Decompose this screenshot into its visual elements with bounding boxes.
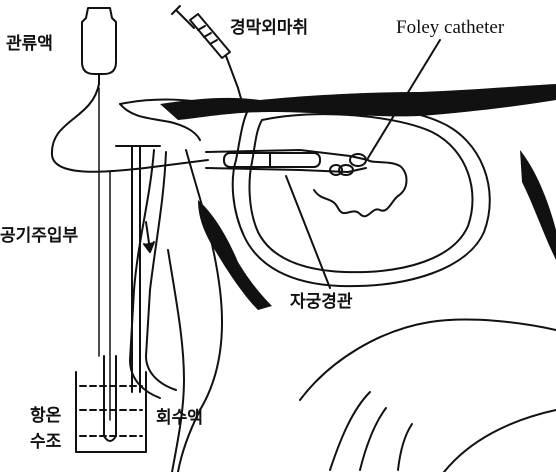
iv-bag-icon bbox=[82, 8, 116, 84]
shaded-tissue-lower bbox=[198, 200, 272, 310]
uterus-outline bbox=[233, 103, 490, 286]
label-cervical-canal: 자궁경관 bbox=[290, 294, 353, 311]
shaded-tissue-top bbox=[160, 84, 556, 120]
label-epidural-anesthesia: 경막외마취 bbox=[230, 20, 308, 37]
arrow-down-icon bbox=[144, 222, 154, 252]
label-foley-catheter: Foley catheter bbox=[396, 18, 504, 37]
pointer-cervix bbox=[286, 176, 330, 288]
label-perfusate: 관류액 bbox=[6, 36, 53, 53]
uterine-fluid-squiggle bbox=[314, 190, 398, 216]
label-thermostatic-bath-line2: 수조 bbox=[30, 434, 61, 451]
label-thermostatic-bath-line1: 항온 bbox=[30, 408, 61, 425]
cervical-canal bbox=[206, 150, 368, 160]
return-tube bbox=[130, 150, 160, 398]
hand-outline bbox=[300, 320, 556, 400]
label-recovered-fluid: 회수액 bbox=[156, 410, 203, 427]
label-air-injection: 공기주입부 bbox=[0, 228, 78, 245]
